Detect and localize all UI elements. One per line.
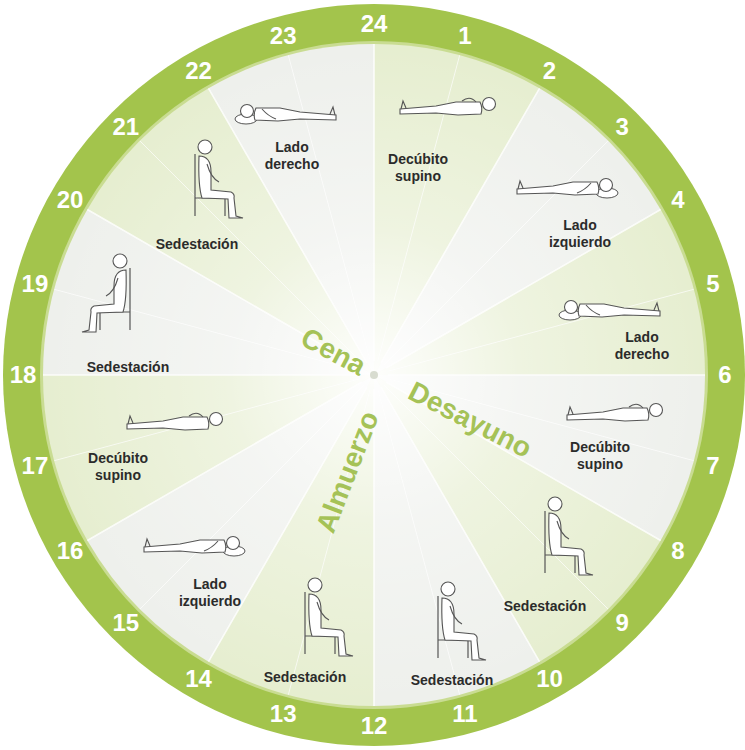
hour-number: 4 [671, 187, 684, 213]
position-sector: Sedestación [504, 598, 586, 615]
lying-figure [559, 301, 660, 321]
figures [82, 98, 663, 661]
hour-number: 7 [706, 453, 719, 479]
hour-line [288, 55, 370, 361]
hour-line [54, 379, 360, 461]
hour-line [209, 88, 368, 363]
position-sector: Decúbito supino [563, 439, 637, 473]
position-label: Sedestación [504, 598, 586, 615]
hour-number: 20 [57, 187, 84, 213]
hour-line [388, 289, 694, 371]
hour-number: 15 [112, 610, 139, 636]
position-sector: Lado izquierdo [543, 217, 617, 251]
seated-figure [305, 578, 353, 656]
outer-ring [3, 4, 745, 746]
position-sector: Lado derecho [611, 329, 673, 363]
position-sector: Lado derecho [261, 139, 323, 173]
hour-line [386, 210, 661, 369]
position-label: Sedestación [411, 672, 493, 689]
position-label: Lado derecho [611, 329, 673, 363]
position-label: Decúbito supino [381, 151, 455, 185]
hour-number: 12 [361, 713, 388, 739]
hour-number: 1 [458, 23, 471, 49]
hour-line [378, 55, 460, 361]
seated-figure [82, 254, 130, 332]
hour-line [378, 389, 460, 695]
lying-figure [567, 404, 663, 422]
hour-number: 18 [10, 362, 37, 388]
position-sector: Decúbito supino [81, 450, 155, 484]
position-sector: Sedestación [264, 669, 346, 686]
hour-line [388, 374, 705, 376]
position-label: Sedestación [156, 236, 238, 253]
lying-figure [235, 105, 336, 125]
meal-label: Almuerzo [311, 407, 385, 537]
position-label: Lado derecho [261, 139, 323, 173]
position-sector: Sedestación [411, 672, 493, 689]
hour-number: 2 [543, 58, 556, 84]
lying-figure [144, 537, 245, 557]
hour-number: 5 [706, 271, 719, 297]
position-label: Sedestación [264, 669, 346, 686]
hour-number: 8 [671, 538, 684, 564]
hour-number: 3 [616, 114, 629, 140]
position-sector: Decúbito supino [381, 151, 455, 185]
position-label: Lado izquierdo [543, 217, 617, 251]
position-label: Decúbito supino [563, 439, 637, 473]
position-sector: Sedestación [156, 236, 238, 253]
seated-figure [438, 582, 486, 660]
hour-number: 9 [616, 610, 629, 636]
hour-number: 23 [270, 23, 297, 49]
position-label: Decúbito supino [81, 450, 155, 484]
lying-figure [127, 413, 223, 431]
meal-label: Desayuno [404, 376, 537, 463]
lying-figure [400, 98, 496, 116]
center-dot [370, 371, 378, 379]
hour-number: 13 [270, 701, 297, 727]
hour-number: 11 [452, 701, 477, 727]
position-label: Sedestación [87, 359, 169, 376]
hour-line [381, 88, 540, 363]
hour-line [373, 44, 375, 361]
lying-figure [517, 179, 618, 199]
hour-number: 10 [536, 666, 563, 692]
hour-number: 19 [22, 271, 49, 297]
hour-number: 22 [185, 58, 212, 84]
position-sector: Sedestación [87, 359, 169, 376]
hour-number: 16 [57, 538, 84, 564]
seated-figure [195, 140, 243, 218]
hour-number: 6 [718, 362, 731, 388]
hour-number: 17 [22, 453, 49, 479]
hour-number: 21 [112, 114, 139, 140]
ring-edge [40, 41, 708, 709]
hour-line [140, 141, 364, 365]
meal-label: Cena [296, 323, 371, 382]
hour-number: 24 [361, 11, 388, 37]
position-label: Lado izquierdo [173, 576, 247, 610]
seated-figure [545, 497, 593, 575]
position-sector: Lado izquierdo [173, 576, 247, 610]
center-glow [43, 44, 705, 706]
hour-number: 14 [185, 666, 212, 692]
